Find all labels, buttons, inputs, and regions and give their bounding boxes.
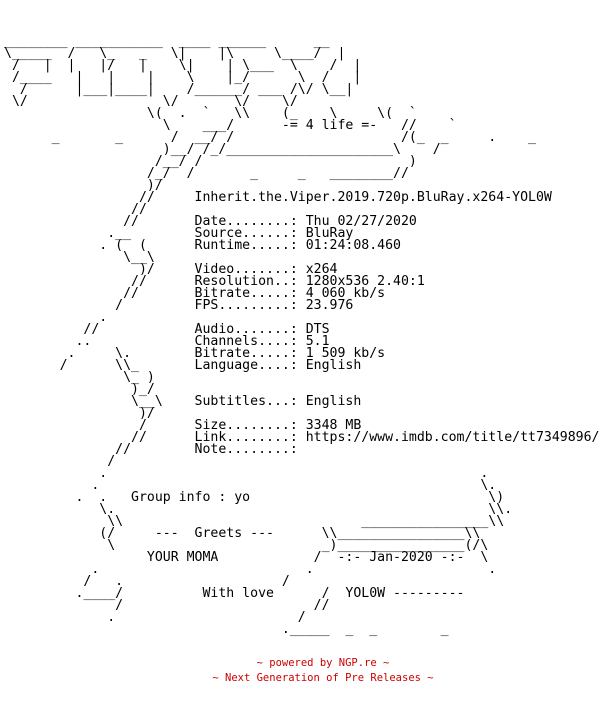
- nfo-line: \_____ / \_ _ \| |\ \____/ |: [4, 46, 346, 61]
- footer: ~ powered by NGP.re ~ ~ Next Generation …: [0, 656, 616, 686]
- nfo-line: ._____ _ _ _: [4, 622, 449, 637]
- nfo-line: \__\: [4, 250, 155, 265]
- nfo-line: / . /: [4, 574, 290, 589]
- nfo-line: )/: [4, 178, 163, 193]
- nfo-line: .. Channels....: 5.1: [4, 334, 330, 349]
- footer-tagline: ~ Next Generation of Pre Releases ~: [212, 672, 434, 684]
- nfo-line: _ _ / __/ / /(_ _ . _: [4, 130, 536, 145]
- nfo-line: /_/ / _ _ ________//: [4, 166, 409, 181]
- nfo-line: // Resolution..: 1280x536 2.40:1: [4, 274, 425, 289]
- nfo-line: // Date........: Thu 02/27/2020: [4, 214, 417, 229]
- nfo-line: . \. Bitrate.....: 1 509 kb/s: [4, 346, 386, 361]
- nfo-text-block: ________ ___________ ____ ______ __ \___…: [4, 34, 600, 637]
- nfo-line: / //: [4, 598, 330, 613]
- nfo-line: / FPS.........: 23.976: [4, 298, 354, 313]
- nfo-line: ________ ___________ ____ ______ __: [4, 34, 330, 49]
- nfo-line: /: [4, 454, 116, 469]
- nfo-line: / \\_ Language....: English: [4, 358, 362, 373]
- nfo-line: / |___|____| /______/ ___ /\/ \__|: [4, 82, 354, 97]
- nfo-line: )__/ /_/_____________________\ /: [4, 142, 441, 157]
- nfo-line: \. \\.: [4, 502, 513, 517]
- nfo-line: . /: [4, 610, 306, 625]
- nfo-line: \_ ): [4, 370, 155, 385]
- nfo-line: \ ___/ -= 4 life =- // `: [4, 118, 457, 133]
- nfo-line: \__\ Subtitles...: English: [4, 394, 362, 409]
- nfo-line: \( . ` \\ (_ \ \( `: [4, 106, 417, 121]
- nfo-line: /__/ / ): [4, 154, 417, 169]
- nfo-line: (/ --- Greets --- \\________________\\: [4, 526, 481, 541]
- nfo-line: // Inherit.the.Viper.2019.720p.BluRay.x2…: [4, 190, 552, 205]
- nfo-line: . .: [4, 466, 489, 481]
- footer-powered-by: ~ powered by NGP.re ~: [256, 657, 390, 669]
- nfo-line: // Link........: https://www.imdb.com/ti…: [4, 430, 600, 445]
- nfo-line: YOUR MOMA / -:- Jan-2020 -:- \: [4, 550, 489, 565]
- nfo-line: )/ Video.......: x264: [4, 262, 338, 277]
- nfo-line: \\ ________________\\: [4, 514, 505, 529]
- nfo-line: / | | |/ | \| | \___ \ / |: [4, 58, 362, 73]
- nfo-line: )/: [4, 406, 155, 421]
- nfo-line: \ _)________________(/\: [4, 538, 489, 553]
- nfo-line: \/ \/ \/ \/: [4, 94, 330, 109]
- nfo-line: // Bitrate.....: 4 060 kb/s: [4, 286, 386, 301]
- nfo-line: .__ Source......: BluRay: [4, 226, 354, 241]
- nfo-line: . . Group info : yo \): [4, 490, 505, 505]
- nfo-line: .____/ With love / YOL0W ---------: [4, 586, 465, 601]
- nfo-line: //: [4, 202, 147, 217]
- nfo-line: / Size........: 3348 MB: [4, 418, 362, 433]
- nfo-line: )_/: [4, 382, 155, 397]
- nfo-line: . . .: [4, 562, 497, 577]
- nfo-line: /____ | | | \ |_/ \ / |: [4, 70, 362, 85]
- nfo-line: .: [4, 310, 108, 325]
- nfo-line: . \.: [4, 478, 497, 493]
- nfo-line: . ( ( Runtime.....: 01:24:08.460: [4, 238, 401, 253]
- nfo-line: // Audio.......: DTS: [4, 322, 330, 337]
- nfo-line: // Note........:: [4, 442, 298, 457]
